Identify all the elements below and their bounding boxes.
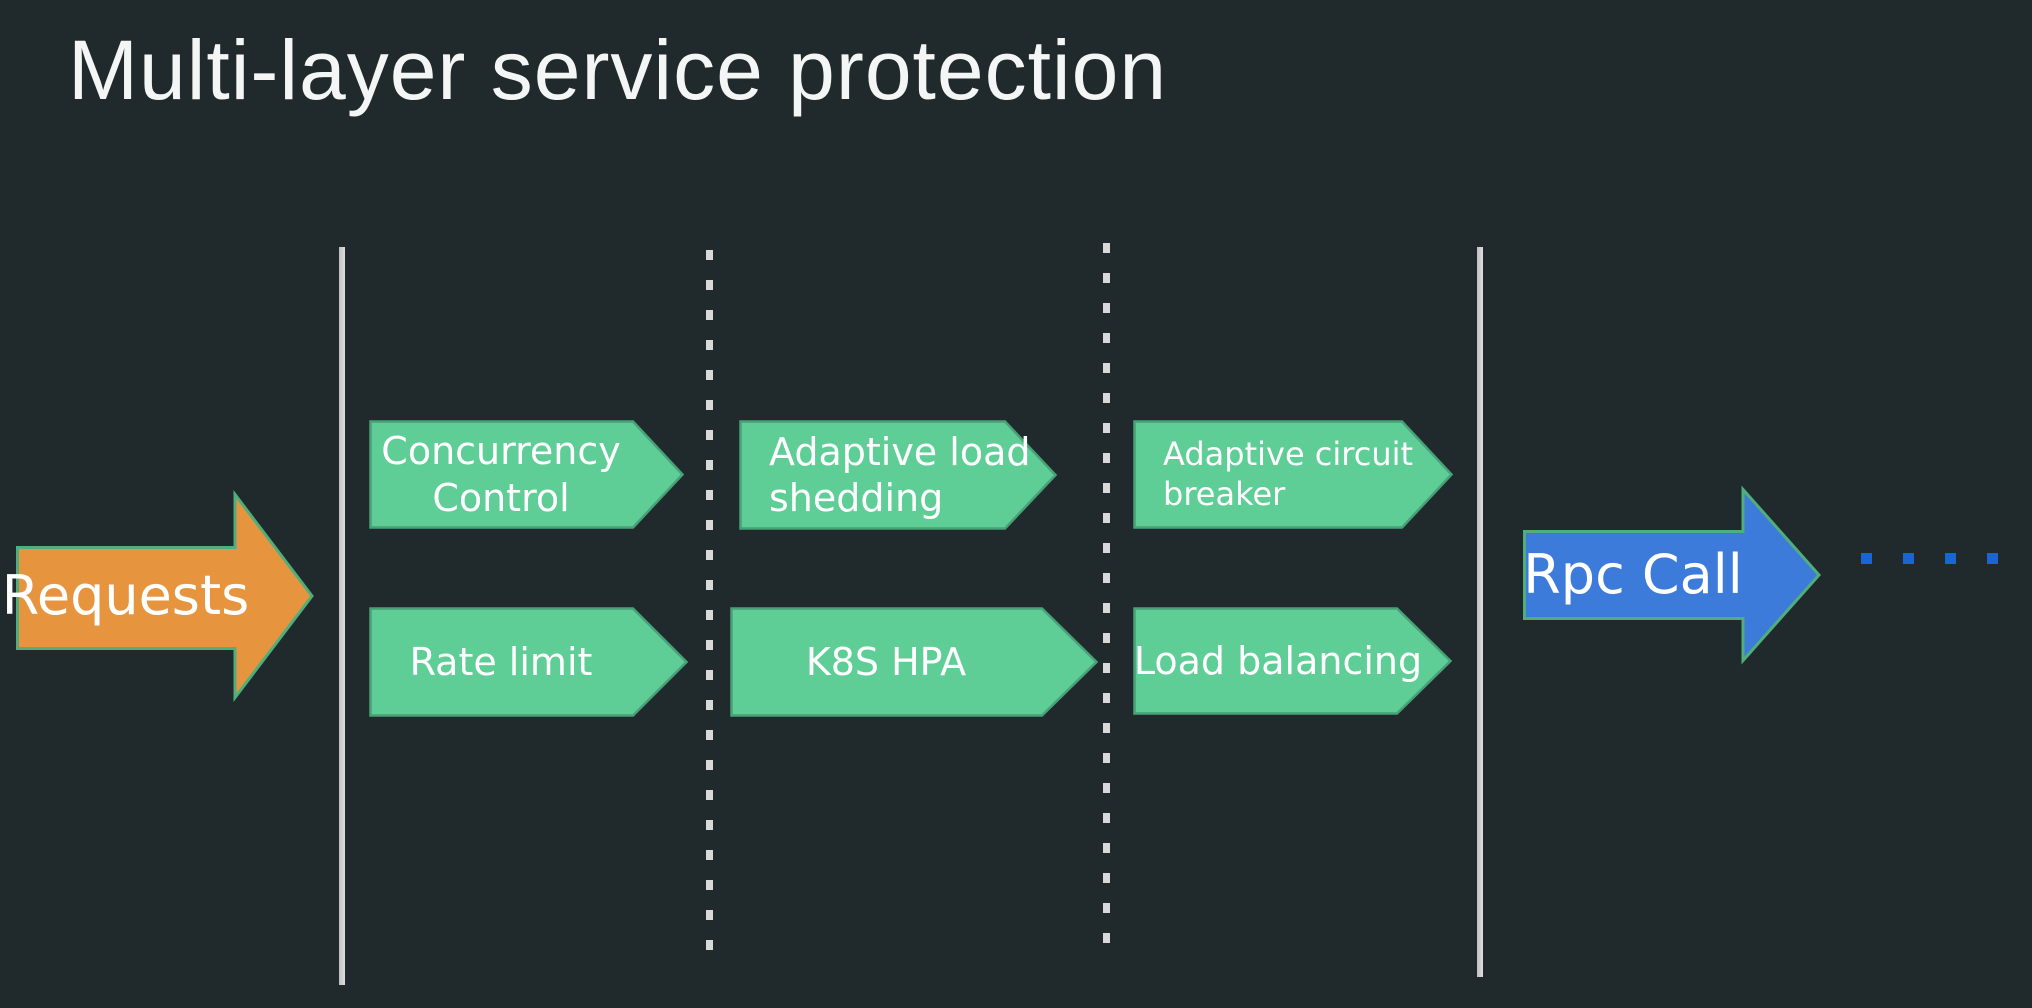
requests-arrow-label: Requests (1, 564, 250, 628)
ellipsis-dots (1861, 553, 2001, 564)
box-label: Rate limit (409, 639, 593, 684)
slide-title: Multi-layer service protection (68, 23, 1168, 117)
box-rate-limit: Rate limit (369, 607, 689, 717)
box-label: Load balancing (1133, 638, 1423, 683)
right-arrow-shape (1523, 485, 1822, 665)
pentagon-shape (730, 607, 1099, 717)
box-k8s-hpa: K8S HPA (730, 607, 1099, 717)
pentagon-shape (1133, 420, 1454, 529)
box-label: Adaptive circuit breaker (1163, 435, 1414, 513)
box-label: Concurrency Control (381, 429, 621, 520)
box-load-balancing: Load balancing (1133, 607, 1453, 715)
dotted-separator-1 (706, 250, 713, 958)
box-concurrency-control: Concurrency Control (369, 420, 685, 529)
box-label: Adaptive load shedding (769, 429, 1031, 520)
layer-separator-line-right (1477, 247, 1483, 977)
layer-separator-line-left (339, 247, 345, 985)
box-adaptive-load-shedding: Adaptive load shedding (739, 420, 1058, 530)
pentagon-shape (739, 420, 1058, 530)
box-adaptive-circuit-breaker: Adaptive circuit breaker (1133, 420, 1454, 529)
requests-arrow: Requests (1, 490, 314, 702)
rpc-call-arrow: Rpc Call (1523, 485, 1822, 665)
right-arrow-shape (16, 490, 314, 702)
pentagon-shape (369, 607, 689, 717)
dotted-separator-2 (1103, 243, 1110, 955)
rpc-call-arrow-label: Rpc Call (1523, 543, 1743, 607)
pentagon-shape (369, 420, 685, 529)
box-label: K8S HPA (805, 639, 967, 684)
pentagon-shape (1133, 607, 1453, 715)
